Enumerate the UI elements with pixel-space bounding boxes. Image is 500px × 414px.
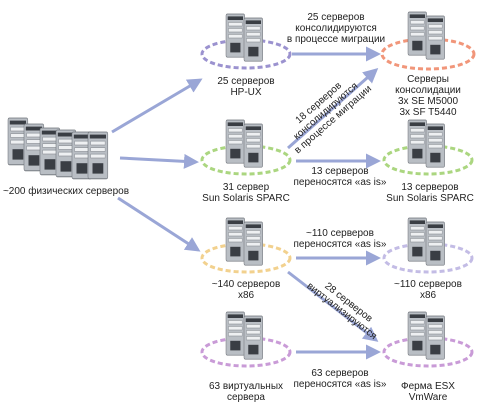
sparc-label: 31 сервер Sun Solaris SPARC	[202, 182, 290, 204]
arrow-source-to-x86	[117, 196, 201, 252]
hpux-label: 25 серверов HP-UX	[217, 76, 275, 98]
server-icon-esx	[407, 311, 446, 360]
server-icon-x86	[225, 217, 264, 266]
x86-target-label: ~110 серверов x86	[394, 279, 462, 301]
server-icon-virtual	[225, 311, 264, 360]
edge-label-x86-to-x86: ~110 серверов переносятся «as is»	[293, 228, 387, 250]
arrow-source-to-hpux	[111, 78, 203, 134]
source-label: ~200 физических серверов	[2, 186, 130, 197]
sparc-target-label: 13 серверов Sun Solaris SPARC	[386, 182, 474, 204]
server-icon-source-group	[7, 117, 109, 180]
edge-label-hpux-to-consolidation: 25 серверов консолидируются в процессе м…	[286, 12, 386, 45]
server-icon-sparc-target	[407, 119, 446, 168]
virtual-label: 63 виртуальных сервера	[208, 381, 284, 403]
x86-label: ~140 серверов x86	[211, 279, 281, 301]
server-icon-x86-target	[407, 217, 446, 266]
arrow-sparc-to-consolidation	[287, 68, 379, 150]
arrows	[111, 46, 381, 360]
consolidation-label: Серверы консолидации 3x SE M5000 3x SF T…	[395, 74, 461, 118]
esx-label: Ферма ESX VmWare	[401, 381, 455, 403]
arrow-x86-to-esx	[287, 270, 379, 342]
arrow-source-to-sparc	[119, 153, 199, 169]
server-icon-sparc	[225, 119, 264, 168]
server-icon-hpux	[225, 13, 264, 62]
server-icon-consolidation	[407, 11, 446, 60]
edge-label-virtual-to-esx: 63 серверов переносятся «as is»	[293, 368, 387, 390]
edge-label-sparc-to-sparc: 13 серверов переносятся «as is»	[293, 166, 387, 188]
